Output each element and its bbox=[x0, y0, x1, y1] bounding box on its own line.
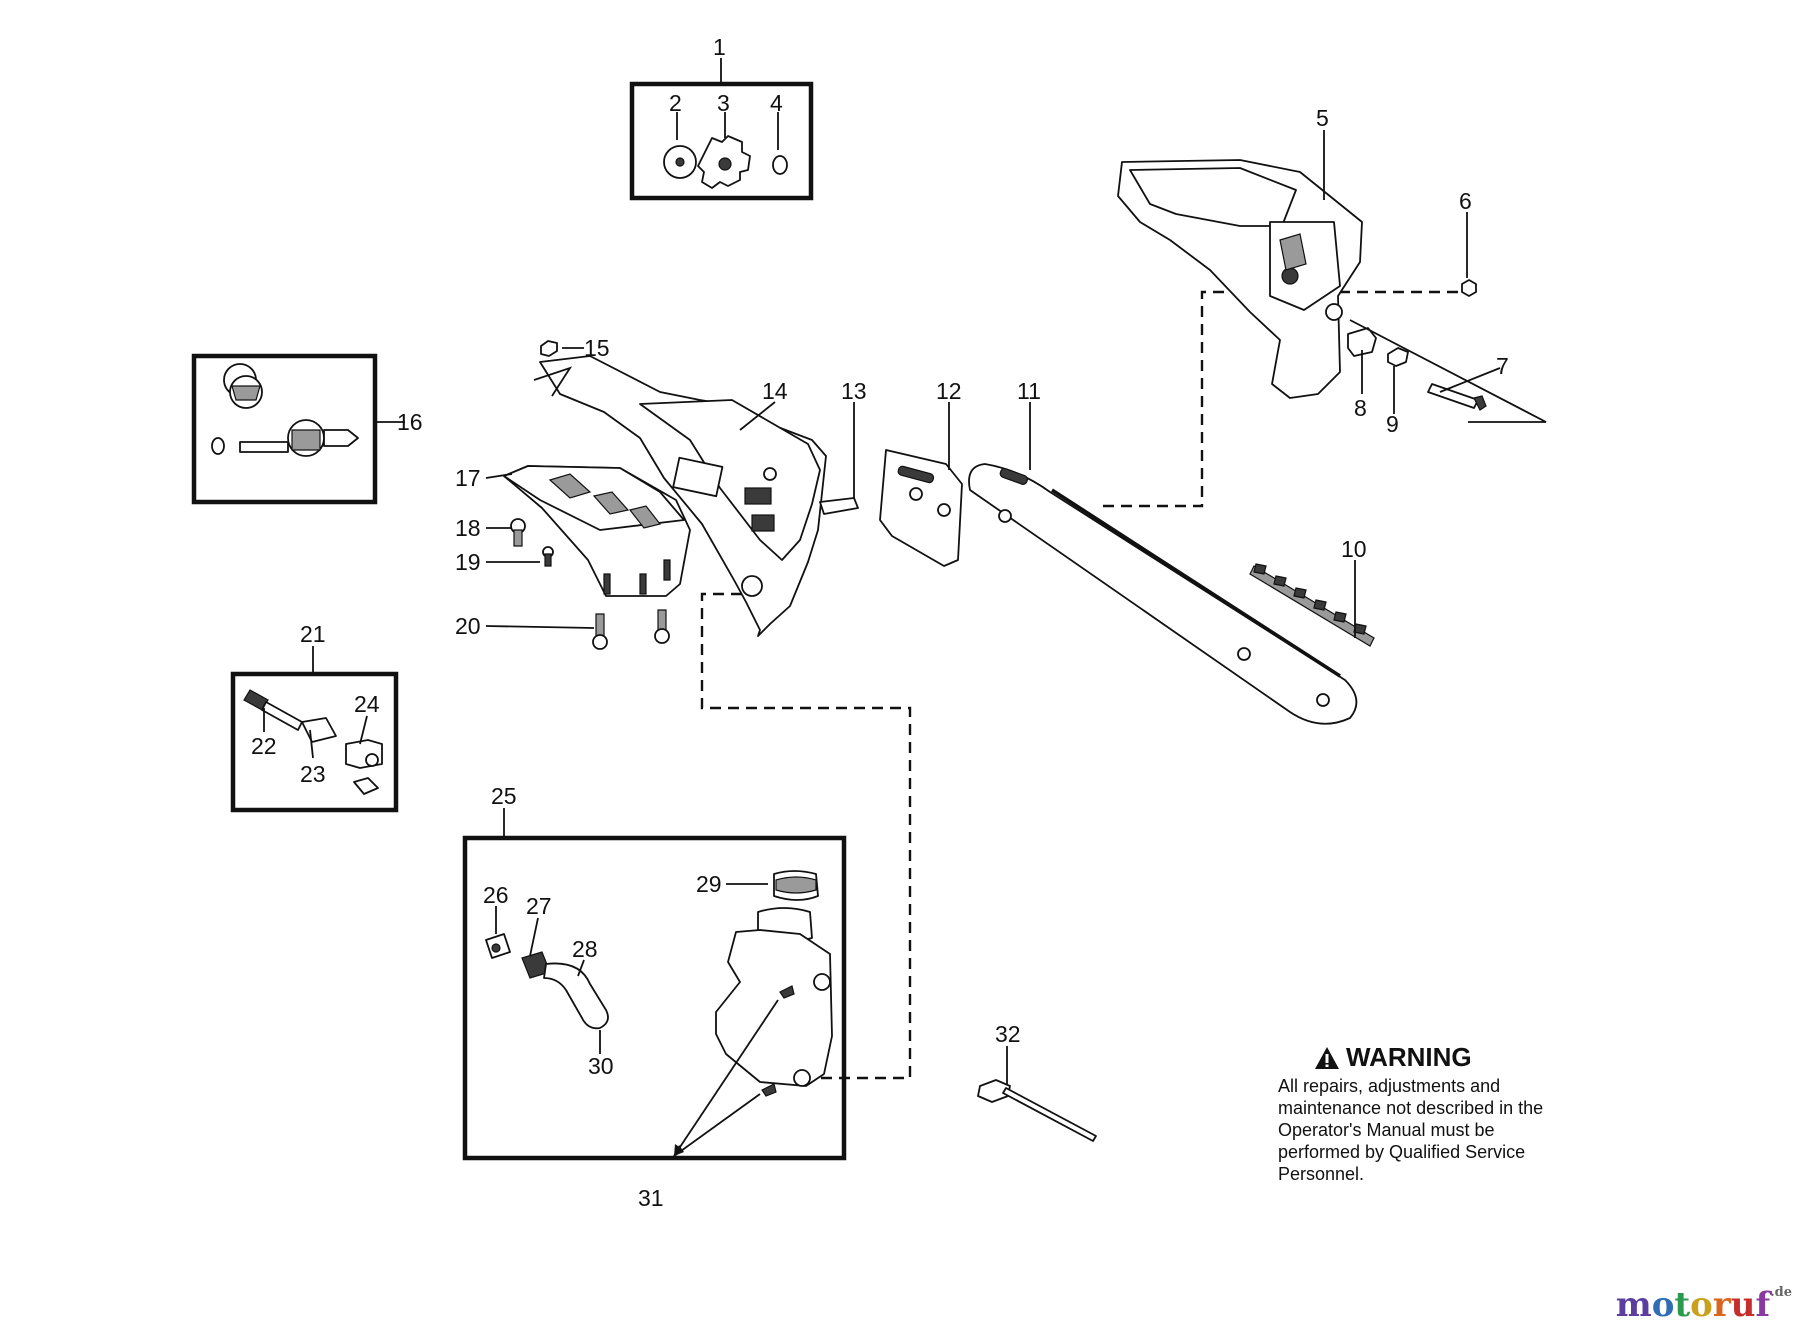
upper-chain-cover-part bbox=[1117, 159, 1363, 399]
logo-suffix: .de bbox=[1770, 1285, 1792, 1300]
arrowheads-31 bbox=[674, 1144, 684, 1156]
bolt-part bbox=[1349, 319, 1547, 423]
callout-27: 27 bbox=[526, 893, 552, 919]
oil-line-part bbox=[485, 933, 609, 1030]
gear-kit-part bbox=[211, 363, 359, 457]
callout-4: 4 bbox=[770, 90, 783, 116]
callout-11: 11 bbox=[1017, 378, 1041, 404]
callout-8: 8 bbox=[1354, 395, 1367, 421]
callout-19: 19 bbox=[455, 549, 481, 575]
kit-box-gear bbox=[191, 353, 378, 505]
screw-20a-part bbox=[592, 613, 608, 650]
logo-letter: o bbox=[1651, 1285, 1675, 1325]
logo-letter: r bbox=[1712, 1285, 1731, 1325]
callout-5: 5 bbox=[1316, 105, 1329, 131]
clip-part bbox=[1347, 327, 1377, 357]
logo-letter: f bbox=[1755, 1285, 1771, 1325]
kit-box-oil-tank bbox=[462, 835, 847, 1161]
logo-letter: o bbox=[1690, 1285, 1713, 1325]
callout-26: 26 bbox=[483, 882, 509, 908]
warning-notice: WARNING All repairs, adjustments and mai… bbox=[1278, 1042, 1578, 1185]
screw-18-part bbox=[510, 518, 526, 547]
callout-12: 12 bbox=[936, 378, 962, 404]
saw-chain-part bbox=[1249, 563, 1375, 647]
warning-triangle-icon bbox=[1315, 1046, 1339, 1069]
callout-7: 7 bbox=[1496, 353, 1509, 379]
callout-23: 23 bbox=[300, 761, 326, 787]
callout-13: 13 bbox=[841, 378, 867, 404]
callout-15: 15 bbox=[584, 335, 610, 361]
bar-plate-slot bbox=[897, 465, 935, 484]
nut-15-part bbox=[540, 340, 558, 357]
callout-9: 9 bbox=[1386, 411, 1399, 437]
logo-letter: u bbox=[1730, 1285, 1756, 1325]
gear-case-part bbox=[503, 465, 691, 597]
callout-25: 25 bbox=[491, 783, 517, 809]
callout-18: 18 bbox=[455, 515, 481, 541]
callout-20: 20 bbox=[455, 613, 481, 639]
logo-letter: m bbox=[1615, 1285, 1652, 1325]
callout-31: 31 bbox=[638, 1185, 664, 1211]
chain-housing-part bbox=[533, 355, 859, 637]
callout-10: 10 bbox=[1341, 536, 1367, 562]
guide-bar-part bbox=[968, 463, 1358, 725]
warning-body: All repairs, adjustments and maintenance… bbox=[1278, 1076, 1544, 1184]
callout-29: 29 bbox=[696, 871, 722, 897]
dashed-line-tank bbox=[700, 592, 912, 1080]
oil-tank-part bbox=[715, 870, 833, 1097]
callout-1: 1 bbox=[713, 34, 726, 60]
sprocket-part bbox=[663, 135, 788, 189]
callout-14: 14 bbox=[762, 378, 788, 404]
warning-heading: WARNING bbox=[1314, 1042, 1578, 1073]
callout-3: 3 bbox=[717, 90, 730, 116]
tool-part bbox=[977, 1079, 1097, 1142]
callout-16: 16 bbox=[397, 409, 423, 435]
callout-32: 32 bbox=[995, 1021, 1021, 1047]
callout-22: 22 bbox=[251, 733, 277, 759]
washer-part bbox=[1387, 347, 1409, 367]
callout-28: 28 bbox=[572, 936, 598, 962]
callout-6: 6 bbox=[1459, 188, 1472, 214]
logo-letter: t bbox=[1674, 1285, 1691, 1325]
motoruf-logo: motoruf.de bbox=[1616, 1285, 1792, 1325]
callout-numbers: 1 2 3 4 5 6 7 8 9 10 11 12 13 14 15 16 1… bbox=[251, 34, 1509, 1211]
adjuster-kit-part bbox=[243, 689, 383, 795]
callout-21: 21 bbox=[300, 621, 326, 647]
nut-part bbox=[1461, 279, 1477, 297]
callout-30: 30 bbox=[588, 1053, 614, 1079]
kit-box-adjuster bbox=[230, 671, 399, 813]
callout-24: 24 bbox=[354, 691, 380, 717]
screw-19-part bbox=[542, 546, 554, 567]
callout-17: 17 bbox=[455, 465, 481, 491]
warning-title: WARNING bbox=[1346, 1042, 1472, 1072]
screw-20b-part bbox=[654, 609, 670, 644]
callout-2: 2 bbox=[669, 90, 682, 116]
leader-lines bbox=[263, 58, 1501, 1157]
